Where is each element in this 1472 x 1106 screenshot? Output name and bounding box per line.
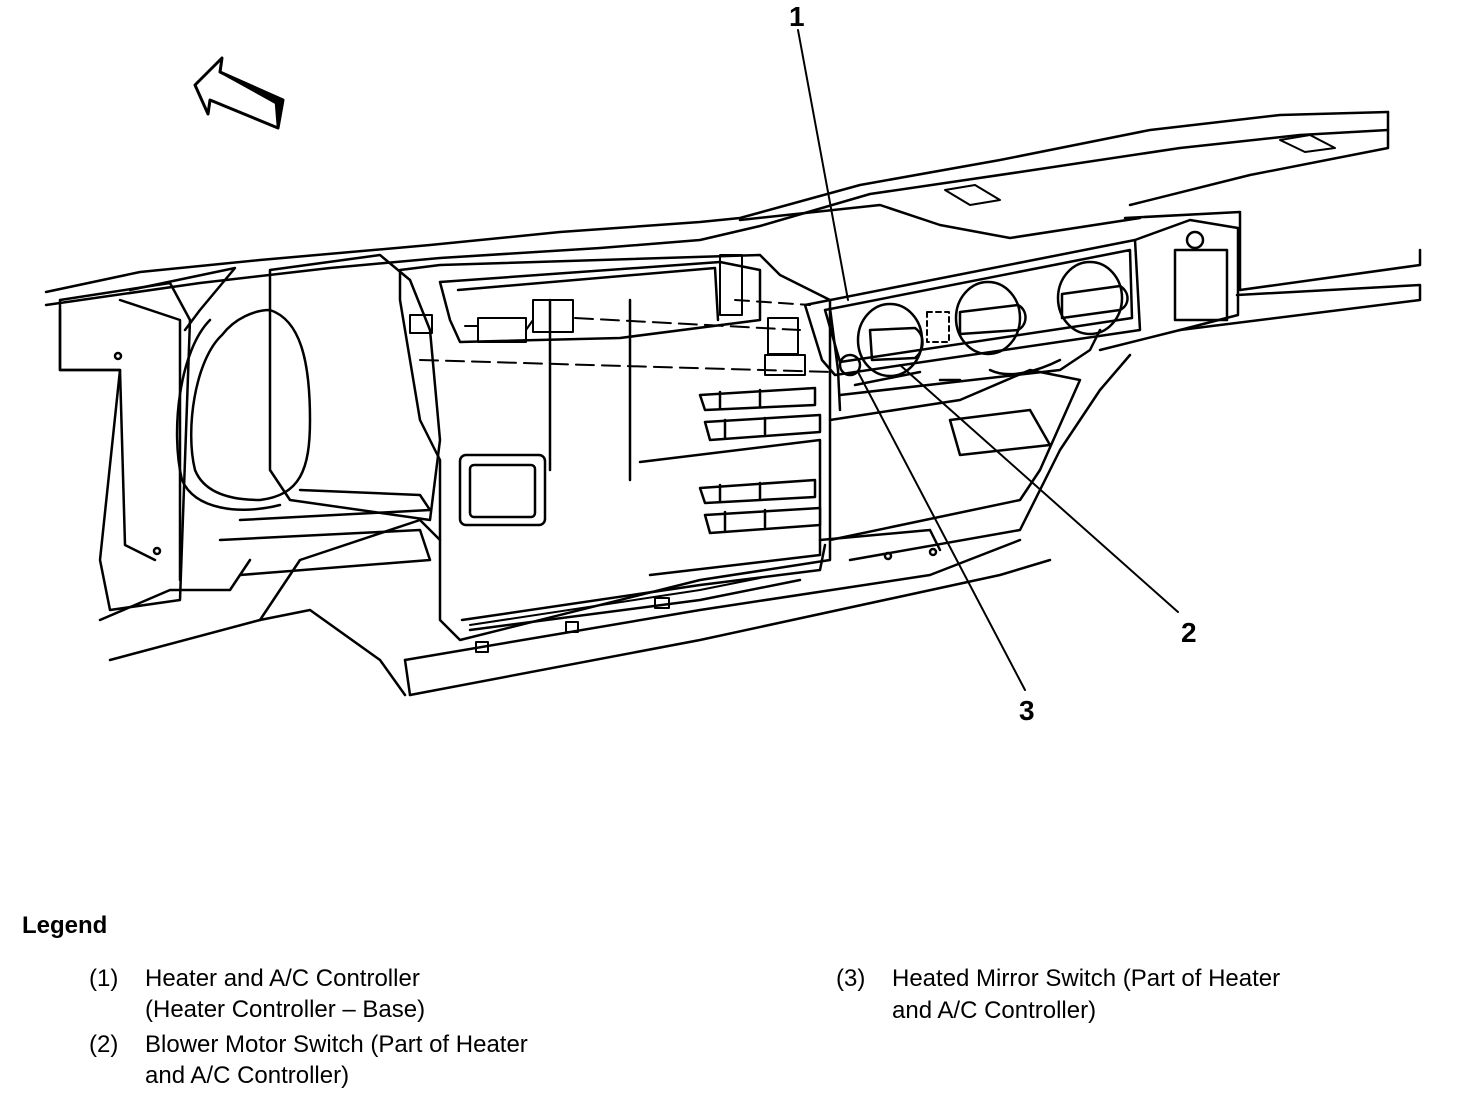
vent-louvers bbox=[698, 386, 822, 535]
mode-knob bbox=[954, 280, 1027, 356]
legend-item-label: Heater and A/C Controller bbox=[145, 965, 420, 992]
direction-arrow-icon bbox=[193, 56, 285, 130]
legend-item-number: (2) bbox=[89, 1031, 119, 1058]
legend-item-number: (1) bbox=[89, 965, 119, 992]
callout-2: 2 bbox=[1181, 617, 1197, 648]
legend-item-label: Heated Mirror Switch (Part of Heater bbox=[892, 965, 1281, 992]
right-side-vent bbox=[1133, 218, 1240, 332]
legend-item-number: (3) bbox=[836, 965, 866, 992]
legend-item-label: Blower Motor Switch (Part of Heater bbox=[145, 1031, 528, 1058]
legend-item-label-continued: (Heater Controller – Base) bbox=[145, 996, 426, 1023]
temperature-knob bbox=[1056, 260, 1129, 336]
dash-top-surface bbox=[44, 110, 1422, 352]
left-side-panel bbox=[58, 266, 442, 662]
center-stack-cavity bbox=[398, 253, 832, 642]
lower-dash-body bbox=[258, 328, 1132, 697]
callout-3: 3 bbox=[1019, 695, 1035, 726]
leader-lines bbox=[797, 29, 1179, 691]
center-duct bbox=[175, 253, 442, 577]
heated-mirror-switch bbox=[838, 353, 862, 377]
wiring-harness bbox=[419, 254, 831, 376]
callout-1: 1 bbox=[789, 1, 805, 32]
instrument-panel-diagram: 1 2 3 bbox=[44, 1, 1422, 726]
legend-item-label-continued: and A/C Controller) bbox=[145, 1062, 350, 1089]
legend-title: Legend bbox=[22, 912, 108, 939]
heater-ac-controller bbox=[803, 238, 1142, 412]
blower-motor-switch-knob bbox=[856, 302, 924, 378]
legend-item-label-continued: and A/C Controller) bbox=[892, 997, 1097, 1024]
